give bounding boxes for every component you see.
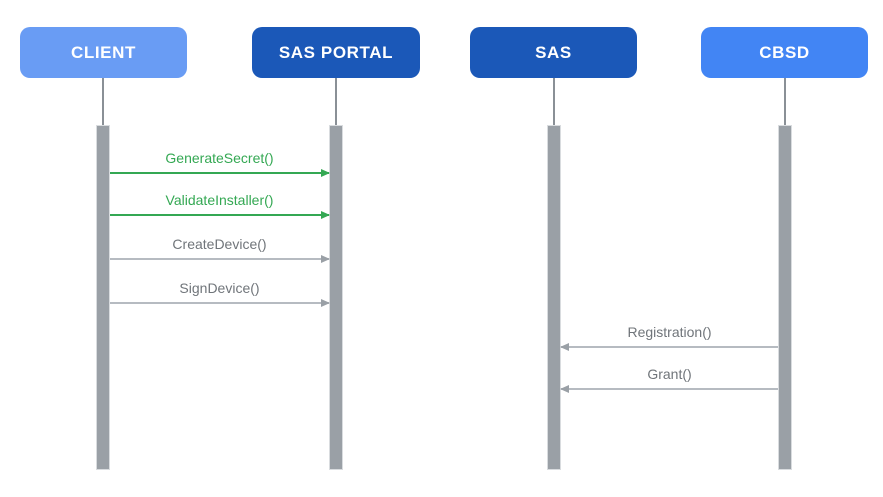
message-sign-device: SignDevice() — [110, 276, 330, 307]
activation-bar-cbsd — [778, 125, 792, 470]
activation-bar-client — [96, 125, 110, 470]
actor-box-sas-portal: SAS PORTAL — [252, 27, 420, 78]
arrow-line — [561, 388, 778, 390]
activation-bar-sas-portal — [329, 125, 343, 470]
actor-label-client: CLIENT — [71, 42, 136, 62]
arrow-line — [561, 346, 778, 348]
message-label-registration: Registration() — [627, 324, 712, 340]
actor-box-client: CLIENT — [20, 27, 187, 78]
arrow-line — [110, 302, 329, 304]
actor-label-sas-portal: SAS PORTAL — [278, 42, 394, 62]
lifeline-cbsd — [784, 78, 786, 125]
activation-bar-sas — [547, 125, 561, 470]
arrow-right-icon — [321, 169, 330, 177]
message-label-create-device: CreateDevice() — [172, 236, 267, 252]
arrow-right-icon — [321, 299, 330, 307]
message-label-validate-installer: ValidateInstaller() — [165, 192, 274, 208]
lifeline-sas-portal — [335, 78, 337, 125]
arrow-line — [110, 258, 329, 260]
lifeline-client — [102, 78, 104, 125]
arrow-left-icon — [560, 343, 569, 351]
message-label-sign-device: SignDevice() — [179, 280, 260, 296]
arrow-line — [110, 172, 329, 174]
message-registration: Registration() — [560, 320, 778, 351]
message-validate-installer: ValidateInstaller() — [110, 188, 330, 219]
message-generate-secret: GenerateSecret() — [110, 146, 330, 177]
message-label-grant: Grant() — [647, 366, 692, 382]
arrow-line — [110, 214, 329, 216]
message-create-device: CreateDevice() — [110, 232, 330, 263]
arrow-right-icon — [321, 211, 330, 219]
arrow-left-icon — [560, 385, 569, 393]
message-grant: Grant() — [560, 362, 778, 393]
lifeline-sas — [553, 78, 555, 125]
arrow-right-icon — [321, 255, 330, 263]
actor-label-cbsd: CBSD — [759, 42, 810, 62]
actor-label-sas: SAS — [535, 42, 572, 62]
message-label-generate-secret: GenerateSecret() — [165, 150, 274, 166]
actor-box-sas: SAS — [470, 27, 637, 78]
actor-box-cbsd: CBSD — [701, 27, 868, 78]
